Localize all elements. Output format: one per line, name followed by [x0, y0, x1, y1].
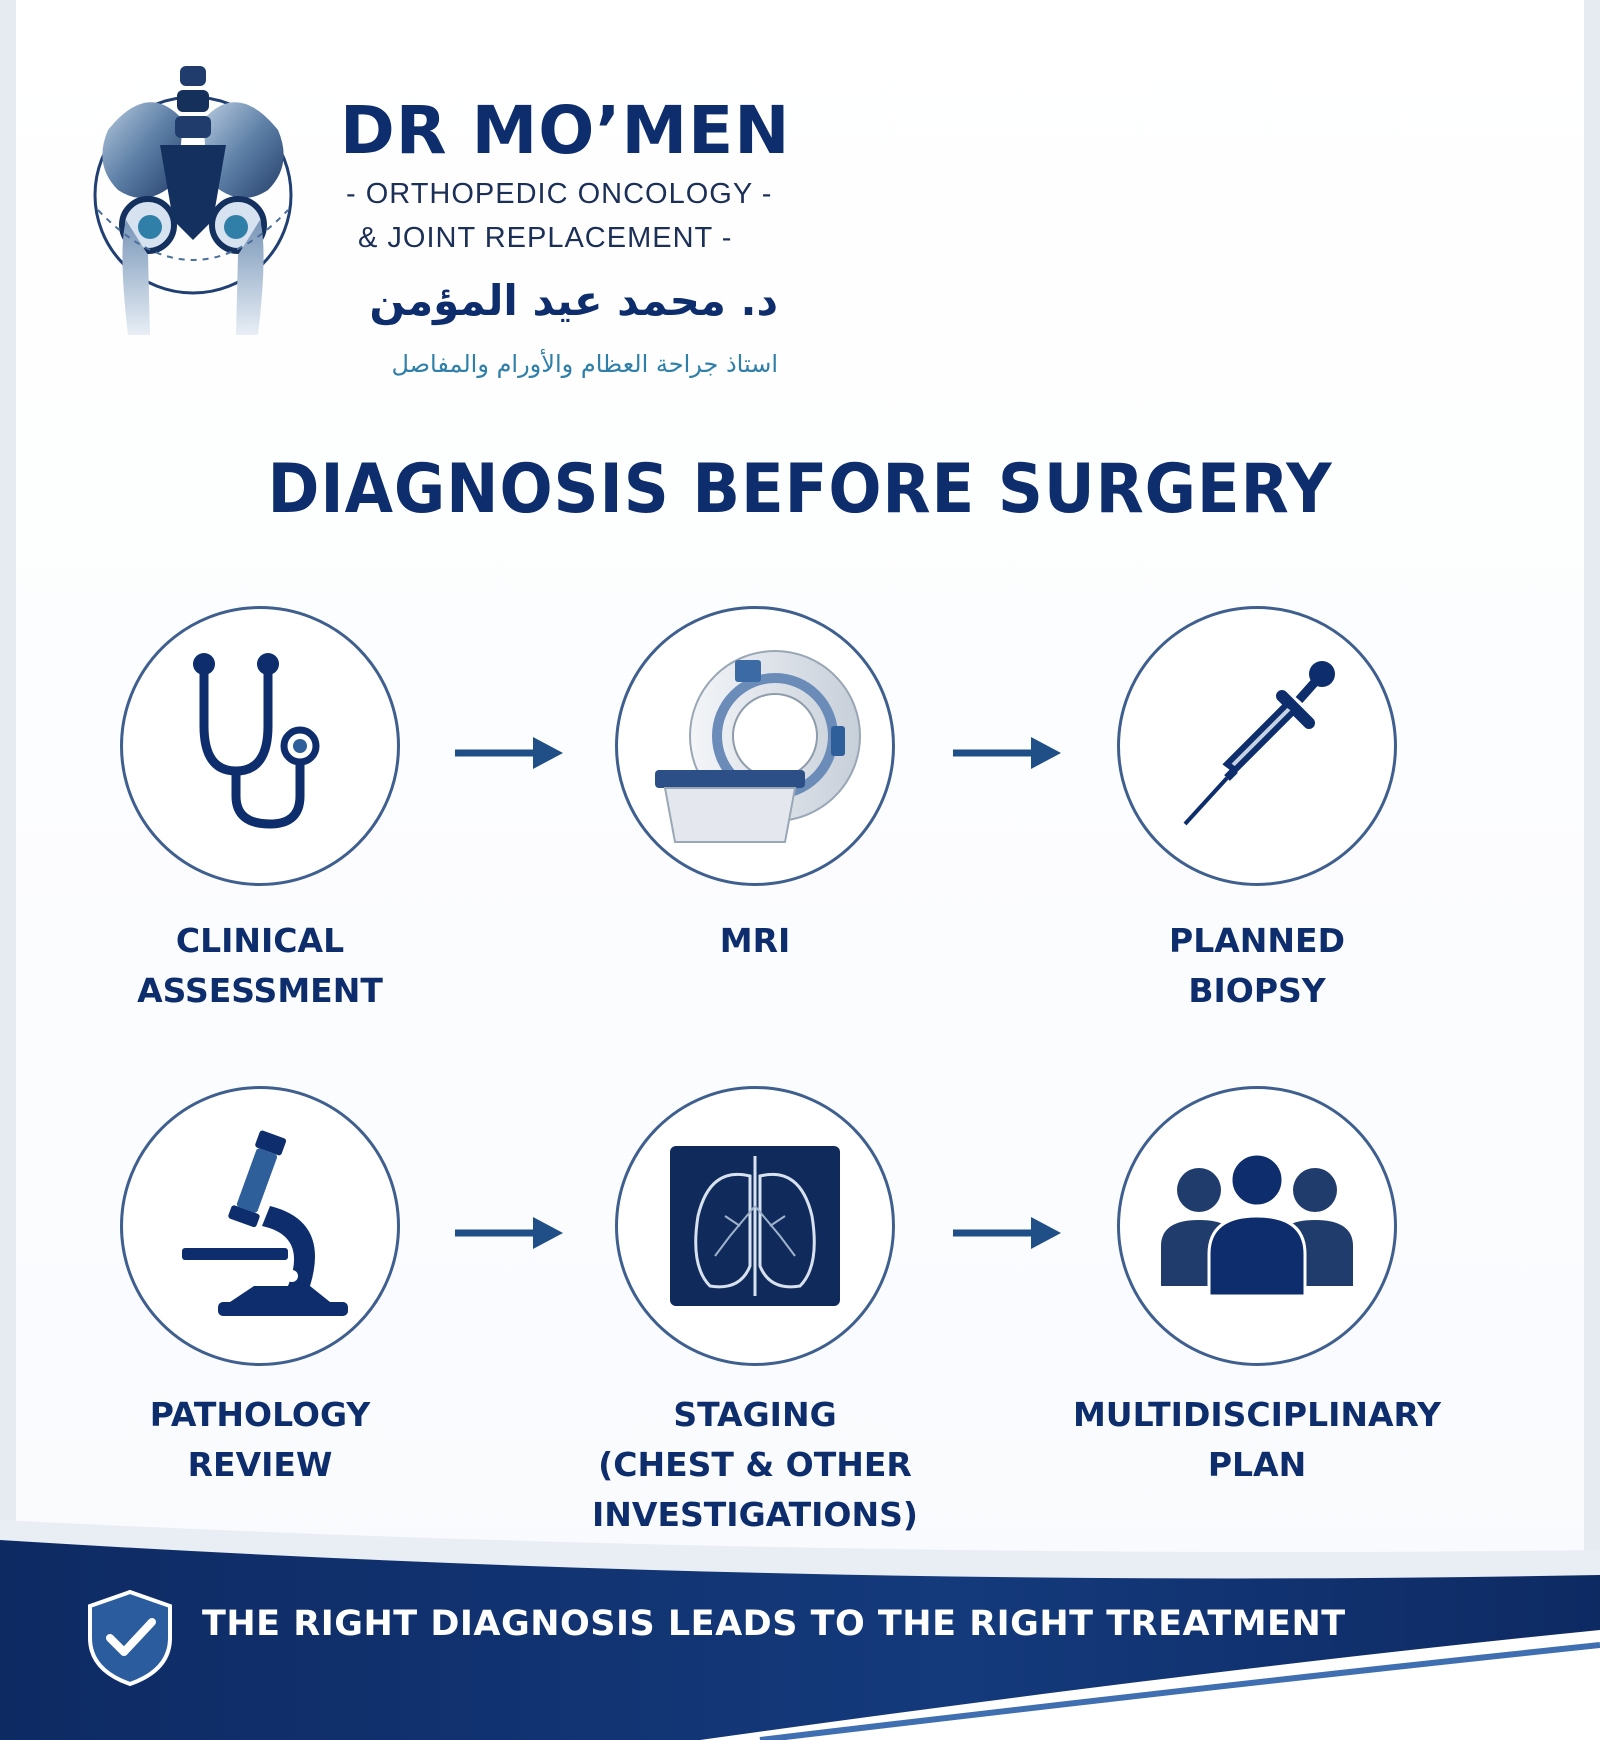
page-title: DIAGNOSIS BEFORE SURGERY — [267, 450, 1333, 529]
chest-xray-icon — [670, 1146, 840, 1306]
step-label-staging: STAGING (CHEST & OTHER INVESTIGATIONS) — [592, 1395, 918, 1534]
stethoscope-icon — [193, 653, 320, 829]
left-border — [0, 0, 16, 1740]
brand-specialty-line1: - ORTHOPEDIC ONCOLOGY - — [346, 178, 773, 210]
right-border — [1584, 0, 1600, 1740]
shield-check-icon — [88, 1589, 172, 1687]
brand-specialty-line2: & JOINT REPLACEMENT - — [358, 222, 733, 254]
step-label-clinical: CLINICAL ASSESSMENT — [137, 921, 383, 1010]
footer-banner — [0, 1520, 1600, 1740]
arrow-right-icon — [455, 737, 563, 769]
step-circle-multidisciplinary — [1117, 1086, 1397, 1366]
step-circle-pathology — [120, 1086, 400, 1366]
step-label-pathology: PATHOLOGY REVIEW — [149, 1395, 371, 1484]
step-circle-staging — [615, 1086, 895, 1366]
footer-slogan: THE RIGHT DIAGNOSIS LEADS TO THE RIGHT T… — [202, 1604, 1346, 1644]
pelvis-skeleton-logo — [93, 66, 293, 335]
arrow-right-icon — [953, 737, 1061, 769]
step-label-mri: MRI — [719, 921, 791, 960]
brand-name: DR MO’MEN — [340, 92, 791, 169]
brand-arabic-name: د. محمد عيد المؤمن — [369, 276, 778, 325]
step-circle-clinical — [120, 606, 400, 886]
step-label-multidisciplinary: MULTIDISCIPLINARY PLAN — [1072, 1395, 1442, 1484]
step-circle-biopsy — [1117, 606, 1397, 886]
step-circle-mri — [615, 606, 895, 886]
arrow-right-icon — [953, 1217, 1061, 1249]
arrow-right-icon — [455, 1217, 563, 1249]
step-label-biopsy: PLANNED BIOPSY — [1169, 921, 1345, 1010]
brand-arabic-title: استاذ جراحة العظام والأورام والمفاصل — [391, 350, 778, 378]
mri-scanner-icon — [655, 650, 861, 843]
team-icon — [1161, 1152, 1353, 1298]
microscope-icon — [182, 1130, 348, 1316]
biopsy-needle-icon — [1183, 661, 1335, 826]
